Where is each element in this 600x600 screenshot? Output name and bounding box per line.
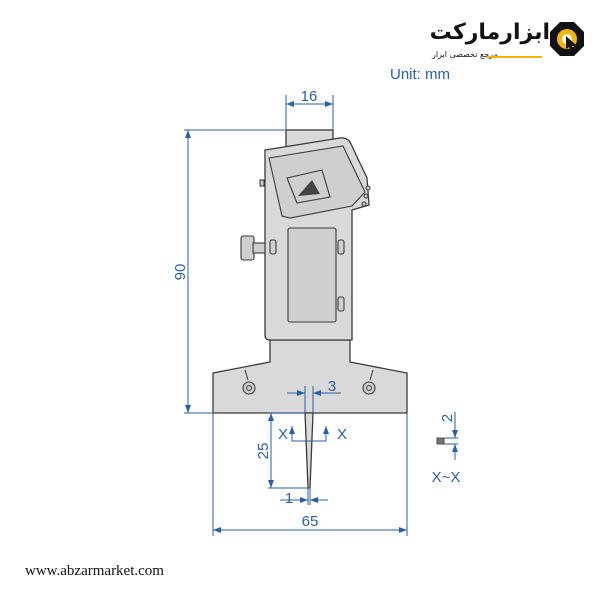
section-mark-left: X [278, 426, 288, 443]
unit-label: Unit: mm [390, 66, 450, 83]
dimension-lines [184, 95, 458, 536]
triangle-icon [298, 180, 320, 196]
lcd-display [287, 227, 337, 323]
logo-accent-bar [487, 56, 542, 58]
logo-tagline: مرجع تخصصی ابزار [432, 50, 498, 59]
knob-shaft [252, 242, 266, 254]
section-label: X~X [432, 469, 461, 486]
dim-stem-width: 16 [301, 88, 318, 105]
base-plate [212, 339, 408, 414]
section-mark-right: X [337, 426, 347, 443]
lock-knob [240, 235, 255, 261]
dim-section-thickness: 2 [439, 414, 456, 422]
screw-left [242, 381, 256, 395]
website-url: www.abzarmarket.com [25, 563, 164, 579]
logo-cursor-icon [550, 22, 584, 56]
dim-probe-tip: 1 [285, 490, 293, 507]
brand-logo: ابزارمارکت مرجع تخصصی ابزار [429, 14, 587, 66]
dim-probe-length: 25 [255, 443, 272, 460]
dim-base-width: 65 [302, 513, 319, 530]
depth-probe [304, 412, 314, 489]
screw-right [362, 381, 376, 395]
dim-probe-width: 3 [328, 378, 336, 395]
section-square [436, 437, 445, 445]
logo-text: ابزارمارکت [429, 20, 550, 45]
gauge-body [212, 129, 408, 489]
dim-height: 90 [172, 264, 189, 281]
